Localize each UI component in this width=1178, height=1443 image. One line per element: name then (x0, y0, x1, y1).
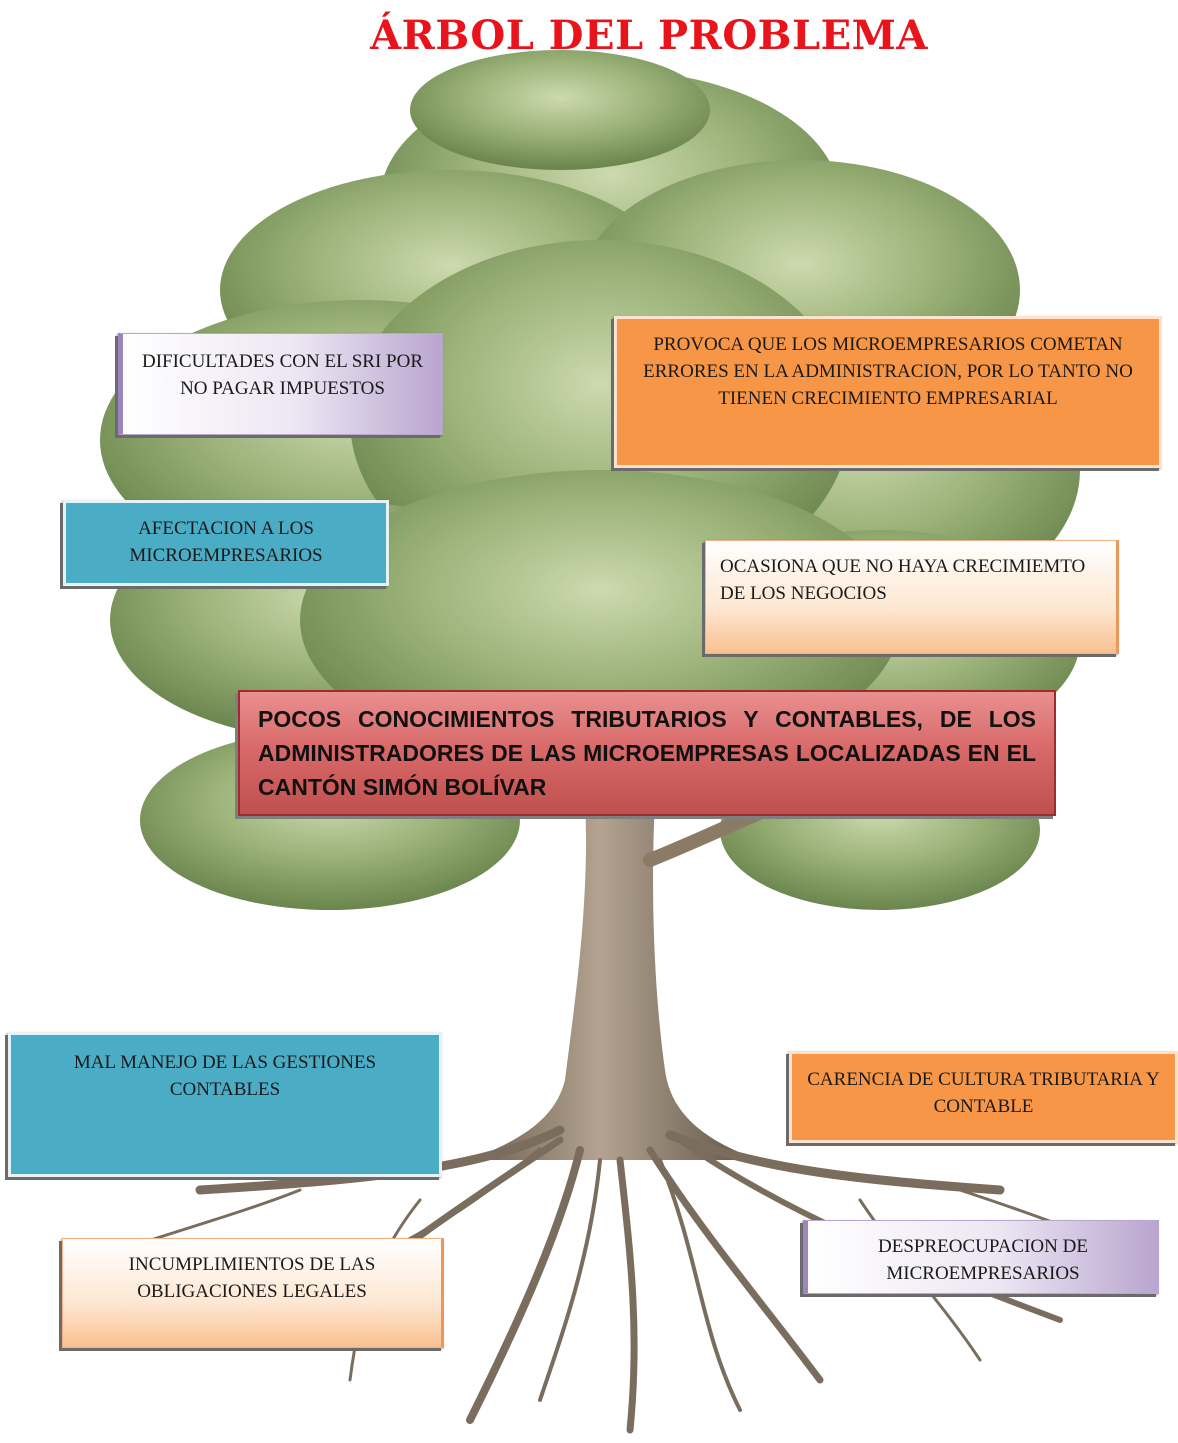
effect-box-provoca: PROVOCA QUE LOS MICROEMPRESARIOS COMETAN… (614, 316, 1162, 468)
page-title: ÁRBOL DEL PROBLEMA (370, 12, 928, 59)
effect-box-afectacion: AFECTACION A LOS MICROEMPRESARIOS (63, 500, 389, 586)
cause-box-carencia: CARENCIA DE CULTURA TRIBUTARIA Y CONTABL… (789, 1051, 1178, 1143)
cause-text-despreocupacion: DESPREOCUPACION DE MICROEMPRESARIOS (878, 1236, 1088, 1284)
cause-text-incumplimientos: INCUMPLIMIENTOS DE LAS OBLIGACIONES LEGA… (128, 1254, 376, 1302)
effect-text-provoca: PROVOCA QUE LOS MICROEMPRESARIOS COMETAN… (643, 334, 1133, 409)
effect-text-sri: DIFICULTADES CON EL SRI POR NO PAGAR IMP… (141, 351, 424, 399)
central-problem-text: POCOS CONOCIMIENTOS TRIBUTARIOS Y CONTAB… (258, 706, 1036, 800)
cause-text-mal-manejo: MAL MANEJO DE LAS GESTIONES CONTABLES (73, 1052, 377, 1100)
cause-box-despreocupacion: DESPREOCUPACION DE MICROEMPRESARIOS (803, 1220, 1159, 1294)
effect-text-ocasiona: OCASIONA QUE NO HAYA CRECIMIEMTO DE LOS … (720, 556, 1086, 604)
cause-box-mal-manejo: MAL MANEJO DE LAS GESTIONES CONTABLES (8, 1032, 442, 1177)
cause-box-incumplimientos: INCUMPLIMIENTOS DE LAS OBLIGACIONES LEGA… (62, 1238, 444, 1348)
cause-text-carencia: CARENCIA DE CULTURA TRIBUTARIA Y CONTABL… (807, 1069, 1160, 1117)
central-problem-box: POCOS CONOCIMIENTOS TRIBUTARIOS Y CONTAB… (238, 690, 1056, 816)
effect-text-afectacion: AFECTACION A LOS MICROEMPRESARIOS (129, 518, 323, 566)
effect-box-sri: DIFICULTADES CON EL SRI POR NO PAGAR IMP… (118, 333, 443, 435)
effect-box-ocasiona: OCASIONA QUE NO HAYA CRECIMIEMTO DE LOS … (705, 540, 1119, 654)
